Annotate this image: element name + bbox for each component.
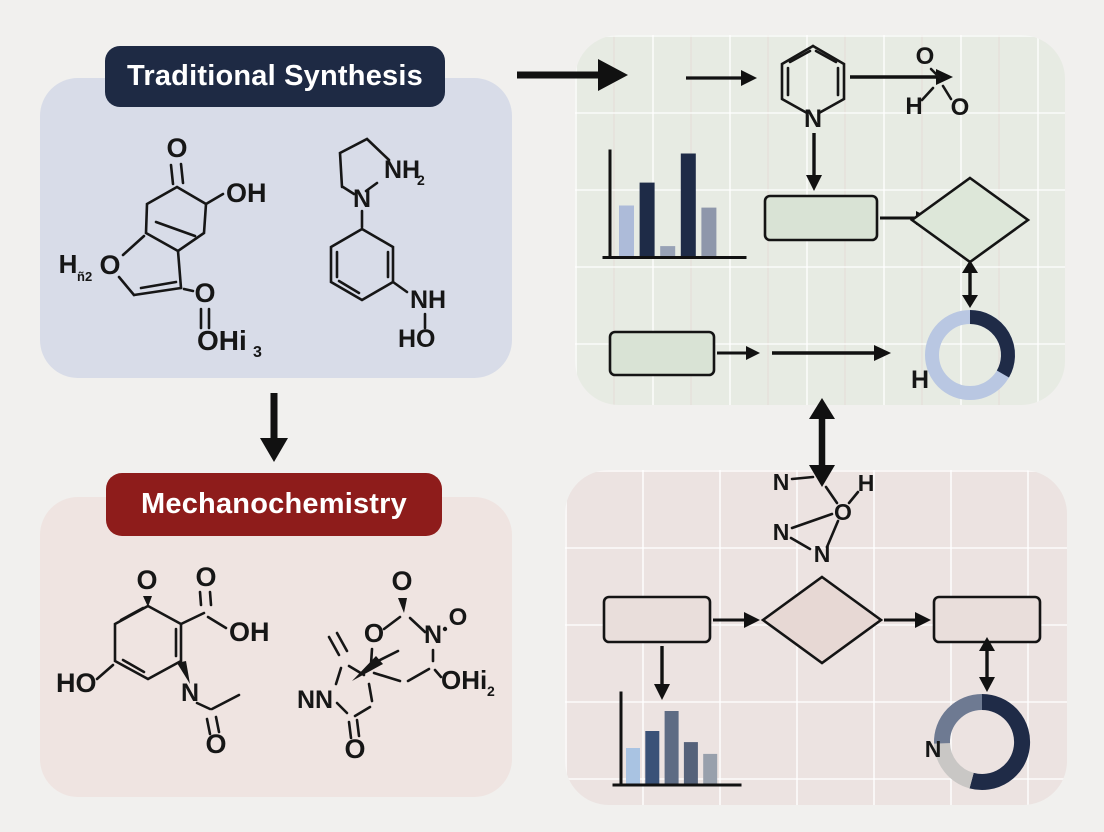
- double-arrow-flow-panels: [809, 398, 835, 487]
- atom-label-bottom-o: O: [344, 734, 365, 764]
- atom-label-h: H: [59, 249, 78, 279]
- atom-label-ohi3: OHi: [197, 325, 247, 356]
- atom-label-acetyl-o: O: [205, 729, 226, 759]
- flow-arrow-pink-box1-down: [654, 646, 670, 700]
- flow-arrow-to-acid: [850, 69, 953, 85]
- atom-label-nh: NH: [410, 286, 446, 314]
- molecule-tetrazole-fragment-structure: N H O N N: [773, 469, 875, 567]
- atom-label-frag-o: O: [834, 499, 852, 525]
- flow-arrow-pyridine-down: [806, 133, 822, 191]
- bar-1: [626, 748, 640, 785]
- atom-label-frag-h: H: [858, 470, 875, 496]
- process-box-pink-2: [932, 595, 1042, 644]
- molecule-acetamido-benzoic-structure: O O OH HO N O: [56, 562, 270, 759]
- bar-4: [680, 153, 696, 258]
- atom-label-ohi2: OHi: [441, 665, 487, 695]
- bar-2: [645, 731, 660, 785]
- atom-label-noxide-o: O: [449, 604, 468, 631]
- atom-label-ho: HO: [56, 668, 97, 698]
- bar-3: [664, 711, 679, 785]
- bar-3: [660, 246, 676, 258]
- bar-1: [619, 205, 634, 258]
- atom-label-nh2: NH: [384, 156, 420, 184]
- molecule-formic-acid-structure: O H O: [905, 43, 969, 121]
- atom-label-acid-h: H: [905, 93, 922, 120]
- molecule-chromenone-structure: O OH H ñ2 O O OHi 3: [59, 133, 267, 361]
- bar-5: [703, 753, 718, 785]
- atom-label-nn: NN: [297, 686, 333, 714]
- atom-label-top-o: O: [391, 566, 412, 596]
- atom-label-frag-n1: N: [773, 469, 790, 495]
- decision-diamond-pink: [760, 575, 884, 665]
- atom-label-acid-o2: O: [951, 94, 970, 121]
- donut-chart-mechano: N: [925, 693, 1031, 790]
- atom-label-acid-o1: O: [916, 43, 935, 70]
- atom-label-nh2-sub: 2: [417, 172, 425, 188]
- arrow-traditional-to-flow: [517, 59, 628, 91]
- atom-label-ho: HO: [398, 325, 436, 353]
- mechanochemistry-badge: Mechanochemistry: [106, 473, 442, 536]
- donut-chart-traditional: H: [911, 310, 1015, 400]
- atom-label-ring-n: N: [353, 185, 371, 213]
- atom-label-ketone-o: O: [166, 133, 187, 163]
- atom-label-cooh-o: O: [195, 562, 216, 592]
- bar-chart-traditional: [602, 149, 747, 259]
- bar-5: [701, 207, 717, 258]
- flow-double-arrow-diamond-donut: [962, 260, 978, 308]
- atom-label-h-sub: ñ2: [77, 269, 92, 284]
- atom-label-oh: OH: [226, 178, 267, 208]
- traditional-molecules-panel: [40, 78, 512, 378]
- atom-label-n: N: [181, 679, 199, 707]
- flow-arrow-box2-long: [772, 345, 891, 361]
- molecule-pyridine-structure: N: [780, 44, 846, 133]
- decision-diamond-green: [909, 176, 1031, 264]
- flow-arrow-intro: [686, 70, 757, 86]
- process-box-green-2: [608, 330, 716, 377]
- arrow-traditional-to-mechano: [260, 393, 288, 462]
- bar-chart-mechano: [612, 691, 742, 787]
- flow-arrow-diamond-pink-box2: [884, 612, 931, 628]
- bar-4: [683, 742, 698, 785]
- traditional-synthesis-badge: Traditional Synthesis: [105, 46, 445, 107]
- process-box-green-1: [763, 194, 879, 242]
- donut-label-n: N: [925, 736, 942, 762]
- mechano-molecules-panel: [40, 497, 512, 797]
- flow-arrow-pink-box1-diamond: [713, 612, 760, 628]
- atom-label-carbonyl-o: O: [194, 278, 215, 308]
- donut-label-h: H: [911, 366, 929, 394]
- atom-label-ether-o: O: [99, 250, 120, 280]
- bar-2: [639, 182, 655, 258]
- atom-label-ring-n: N: [424, 621, 442, 649]
- atom-label-ohi2-sub: 2: [487, 683, 495, 699]
- molecule-pyrazolidine-aniline-structure: NH 2 N NH HO: [329, 137, 446, 353]
- molecule-oxazinone-structure: O O N O OHi 2 NN O: [297, 566, 495, 764]
- atom-label-pyridine-n: N: [804, 105, 822, 133]
- atom-label-ohi3-sub: 3: [253, 344, 262, 361]
- process-box-pink-1: [602, 595, 712, 644]
- atom-label-oh: OH: [229, 617, 270, 647]
- atom-label-o: O: [136, 565, 157, 595]
- atom-label-frag-n2: N: [773, 519, 790, 545]
- atom-label-ring-o: O: [364, 618, 384, 648]
- flow-arrow-box2-short: [717, 346, 760, 360]
- flow-double-arrow-box2-donut: [979, 637, 995, 692]
